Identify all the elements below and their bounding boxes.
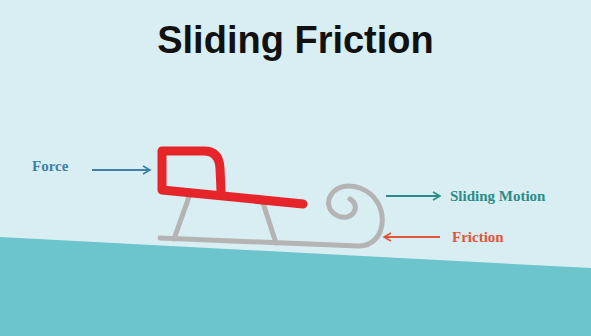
arrow-label: Friction: [452, 228, 504, 246]
force-arrow: [92, 169, 150, 171]
title: Sliding Friction: [0, 18, 591, 62]
arrow-label: Sliding Motion: [450, 187, 545, 205]
arrow-label: Force: [32, 157, 68, 175]
slope: [0, 237, 591, 336]
sled-seat: [162, 151, 303, 204]
friction-arrow: [384, 236, 440, 238]
motion-arrow: [386, 195, 440, 197]
